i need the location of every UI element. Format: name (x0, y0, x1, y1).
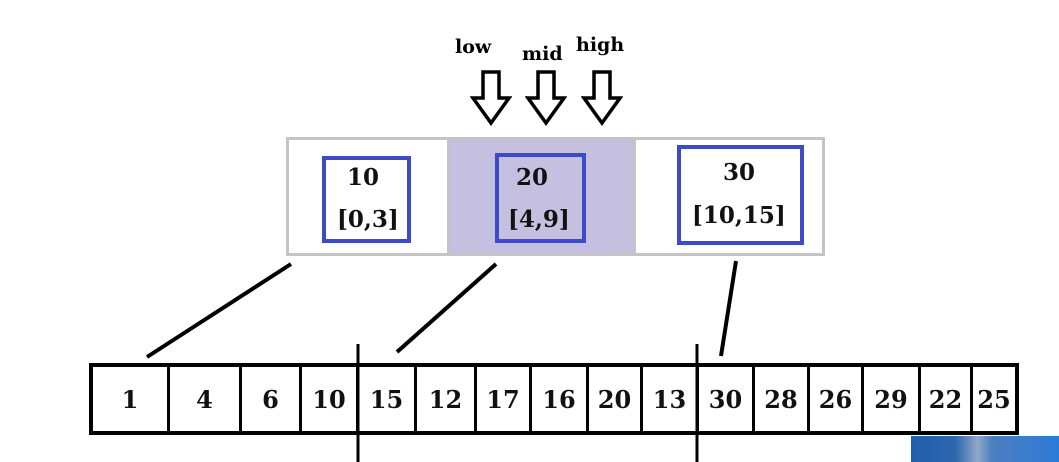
connector-line-1 (145, 262, 293, 359)
array-cell: 28 (755, 367, 810, 431)
connector-line-3 (719, 260, 738, 357)
array-cell: 20 (589, 367, 643, 431)
pointer-label-high: high (576, 34, 625, 56)
index-key: 20 (516, 164, 549, 191)
array-cell: 29 (864, 367, 921, 431)
array-cell: 30 (699, 367, 755, 431)
array-cell: 26 (810, 367, 864, 431)
index-range: [4,9] (508, 206, 570, 233)
index-table: 10 [0,3] 20 [4,9] 30 [10,15] (286, 137, 825, 256)
down-arrow-icon-mid (525, 70, 567, 126)
index-entry-box (322, 156, 411, 243)
pointer-label-low: low (455, 36, 492, 58)
array-cell: 12 (417, 367, 477, 431)
corner-decoration (911, 436, 1059, 462)
pointer-label-mid: mid (522, 43, 563, 65)
index-entry-box (495, 153, 586, 243)
index-entry-1: 10 [0,3] (289, 140, 447, 253)
down-arrow-icon-low (470, 70, 512, 126)
index-key: 30 (723, 159, 756, 186)
index-range: [0,3] (337, 206, 399, 233)
array-cell: 13 (643, 367, 699, 431)
index-entry-box (677, 145, 804, 245)
array-cell: 1 (93, 367, 170, 431)
down-arrow-icon-high (581, 70, 623, 126)
array-cell: 17 (477, 367, 532, 431)
array-cell: 6 (242, 367, 302, 431)
index-entry-2: 20 [4,9] (447, 140, 636, 253)
index-key: 10 (347, 164, 380, 191)
array-row: 1 4 6 10 15 12 17 16 20 13 30 28 26 29 2… (89, 363, 1019, 435)
array-cell: 10 (302, 367, 359, 431)
array-cell: 4 (170, 367, 242, 431)
array-cell: 16 (532, 367, 589, 431)
connector-line-2 (395, 262, 498, 354)
index-entry-3: 30 [10,15] (636, 140, 822, 253)
array-cell: 22 (921, 367, 973, 431)
index-range: [10,15] (692, 202, 786, 229)
array-cell: 15 (359, 367, 417, 431)
array-cell: 25 (977, 384, 1011, 414)
